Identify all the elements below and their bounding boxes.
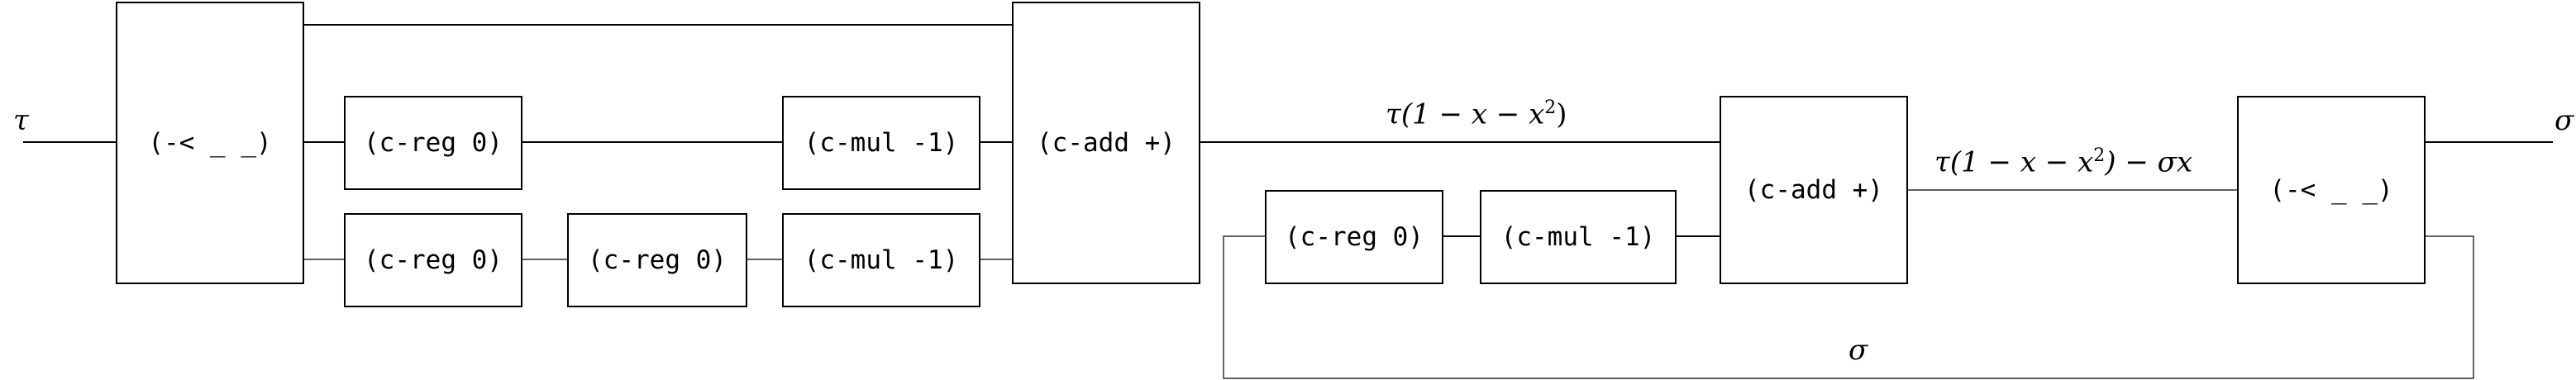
expr2-body: (1 − x − x xyxy=(1949,145,2094,179)
expr1-prefix: τ xyxy=(1386,97,1401,131)
expr2-close: ) − σx xyxy=(2105,145,2193,179)
add-right-box: (c-add +) xyxy=(1720,96,1908,284)
intermediate-expression-1: τ(1 − x − x2) xyxy=(1386,97,1567,131)
input-label: τ xyxy=(13,104,29,137)
expr2-prefix: τ xyxy=(1934,145,1950,179)
expr1-close: ) xyxy=(1556,97,1567,131)
split-left-box: (-< _ _) xyxy=(116,2,304,284)
mul-fb-box: (c-mul -1) xyxy=(1480,190,1677,284)
expr2-exponent: 2 xyxy=(2093,145,2106,166)
split-right-box: (-< _ _) xyxy=(2237,96,2426,284)
output-label: σ xyxy=(2555,104,2574,137)
reg-top-box: (c-reg 0) xyxy=(344,96,522,190)
reg-bot-2-box: (c-reg 0) xyxy=(567,213,747,307)
expr1-exponent: 2 xyxy=(1544,97,1557,118)
feedback-label: σ xyxy=(1849,334,1868,367)
reg-fb-box: (c-reg 0) xyxy=(1265,190,1443,284)
intermediate-expression-2: τ(1 − x − x2) − σx xyxy=(1934,145,2192,178)
reg-bot-1-box: (c-reg 0) xyxy=(344,213,522,307)
add-left-box: (c-add +) xyxy=(1012,2,1200,284)
expr1-body: (1 − x − x xyxy=(1400,97,1545,131)
mul-bot-box: (c-mul -1) xyxy=(782,213,980,307)
mul-top-box: (c-mul -1) xyxy=(782,96,980,190)
wire-feedback-loop xyxy=(1223,235,2474,379)
